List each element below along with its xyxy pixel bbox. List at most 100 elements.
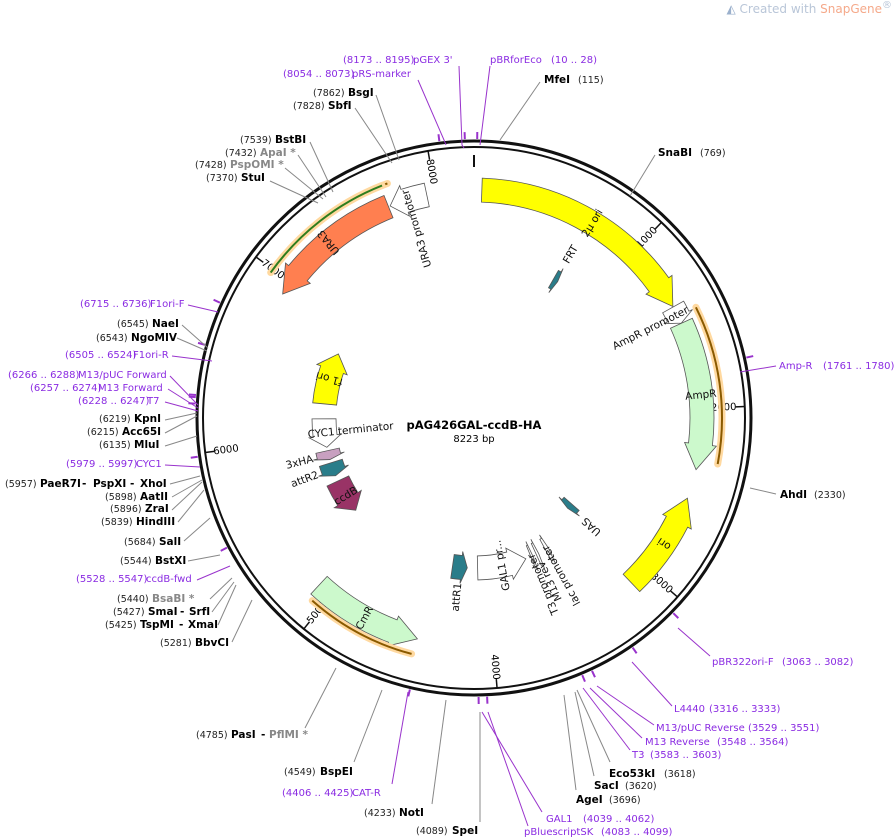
enzyme-label-acc65i[interactable]: (6215) Acc65I [87,415,198,438]
enzyme-label-zrai[interactable]: (5896) ZraI [110,481,203,515]
enzyme-label-sali[interactable]: (5684) SalI [124,517,211,548]
feature-arrow[interactable] [326,475,362,511]
primer-range: (5528 .. 5547) [76,574,148,585]
primer-label-m13puc-forward[interactable]: (6266 .. 6288) M13/pUC Forward [8,370,199,406]
feature-arrow[interactable] [558,496,580,517]
primer-name: Amp-R [779,361,813,372]
primer-label-pbluescriptsk[interactable]: pBluescriptSK (4083 .. 4099) [487,711,673,838]
enzyme-label-kpni[interactable]: (6219) KpnI [99,412,198,425]
primer-label-pbrforeco[interactable]: pBRforEco (10 .. 28) [479,55,597,146]
enzyme-pos: (4785) [196,730,228,741]
feature-arrow[interactable] [539,534,556,564]
enzyme-label-apai[interactable]: (7432) ApaI * [225,147,327,198]
primer-label-f1ori-f[interactable]: (6715 .. 6736) F1ori-F [80,299,219,313]
enzyme-label-bsabi[interactable]: (5440) BsaBI * [117,577,233,605]
enzyme-label-bstbi[interactable]: (7539) BstBI [240,134,334,193]
enzyme-label-bbvci[interactable]: (5281) BbvCI [160,599,253,649]
feature-arrow[interactable] [318,458,349,477]
enzyme-label-pspomi[interactable]: (7428) PspOMI * [195,159,324,200]
feature-arrow[interactable] [307,418,343,448]
enzyme-label-sbfi[interactable]: (7828) SbfI [293,100,393,164]
primer-label-t3[interactable]: T3 (3583 .. 3603) [582,687,722,761]
enzyme-label-eco53ki[interactable]: Eco53kI (3618) [576,689,696,780]
feature-arrow[interactable] [669,317,718,471]
enzyme-label-tspmi[interactable]: (5425) TspMI - XmaI [105,584,237,631]
enzyme-label-agei[interactable]: AgeI (3696) [563,694,641,806]
primer-range: (3548 .. 3564) [717,737,789,748]
enzyme-extra: XmaI [188,619,218,631]
feature-arrow[interactable] [476,547,527,581]
enzyme-label-mlui[interactable]: (6135) MluI [99,435,198,451]
enzyme-pos: (7432) [225,148,257,159]
brand-prefix: Created with [739,2,821,16]
enzyme-extra: PflMI * [269,729,308,741]
tick-label: 6000 [213,443,240,457]
primer-label-pbr322ori-f[interactable]: pBR322ori-F (3063 .. 3082) [677,627,854,668]
enzyme-label-naei[interactable]: (6545) NaeI [117,318,209,349]
enzyme-pos: (7428) [195,160,227,171]
enzyme-label-bspei[interactable]: (4549) BspEI [284,689,383,778]
primer-label-prs-marker[interactable]: (8054 .. 8073) pRS-marker [283,69,447,146]
enzyme-label-noti[interactable]: (4233) NotI [364,699,447,819]
feature-label: attR2 [289,469,320,490]
feature-arrow[interactable] [282,194,394,295]
enzyme-label-smai[interactable]: (5427) SmaI - SrfI [113,581,235,618]
enzyme-pos: (5957) [5,479,37,490]
primer-range: (3583 .. 3603) [650,750,722,761]
primer-label-m13puc-reverse[interactable]: M13/pUC Reverse (3529 .. 3551) [596,685,820,734]
enzyme-pos: (4549) [284,767,316,778]
feature-arrow[interactable] [525,541,539,572]
enzyme-label-stui[interactable]: (7370) StuI [206,172,319,204]
primer-label-ccdb-fwd[interactable]: (5528 .. 5547) ccdB-fwd [76,565,231,585]
brand-logo-icon: ◭ [726,2,740,16]
feature-arrow[interactable] [662,300,693,325]
primer-label-amp-r[interactable]: Amp-R (1761 .. 1780) [739,361,895,373]
primer-label-t7[interactable]: (6228 .. 6247) T7 [78,396,199,412]
primer-label-pgex3[interactable]: (8173 .. 8195) pGEX 3' [343,55,465,149]
enzyme-label-ngomiv[interactable]: (6543) NgoMIV [96,332,208,352]
enzyme-sep: - [82,478,86,490]
enzyme-label-pasi[interactable]: (4785) PasI - PflMI * [196,667,337,741]
enzyme-sep: - [130,478,134,490]
primer-site-tick [213,298,221,304]
primer-name: pBRforEco [490,55,542,66]
feature-arrow[interactable] [312,353,348,406]
feature-arrow[interactable] [310,575,419,647]
enzyme-label-mfei[interactable]: MfeI (115) [499,74,604,141]
feature-arrow[interactable] [389,182,430,217]
enzyme-label-ahdi[interactable]: AhdI (2330) [749,487,846,501]
primer-label-m13-forward[interactable]: (6257 .. 6274) M13 Forward [30,383,199,409]
enzyme-label-hindiii[interactable]: (5839) HindIII [101,489,205,528]
feature-label: AmpR [685,388,717,403]
primer-label-m13-reverse[interactable]: M13 Reverse (3548 .. 3564) [589,687,789,748]
primer-range: (4406 .. 4425) [282,788,354,799]
enzyme-name: AhdI [780,489,807,501]
primer-label-f1ori-r[interactable]: (6505 .. 6524) F1ori-R [65,350,213,362]
enzyme-label-saci[interactable]: SacI (3620) [574,691,657,792]
enzyme-label-paer7i[interactable]: (5957) PaeR7I - PspXI - XhoI [5,475,201,490]
primer-range: (8054 .. 8073) [283,69,355,80]
tick-mark [303,621,311,630]
enzyme-label-bstxi[interactable]: (5544) BstXI [120,554,221,567]
enzyme-name: PspOMI * [230,159,284,171]
enzyme-label-snabi[interactable]: SnaBI (769) [629,147,726,197]
feature-arrow[interactable] [622,497,692,593]
primer-label-cyc1[interactable]: (5979 .. 5997) CYC1 [66,459,201,470]
feature-arrow[interactable] [450,551,468,584]
enzyme-pos: (7862) [313,88,345,99]
primer-name: T7 [146,396,159,407]
primer-label-cat-r[interactable]: (4406 .. 4425) CAT-R [282,691,409,799]
enzyme-pos: (5684) [124,537,156,548]
enzyme-label-bsgi[interactable]: (7862) BsgI [313,87,400,161]
snapgene-brand: ◭ Created with SnapGene® [727,0,893,16]
primer-label-gal1[interactable]: GAL1 (4039 .. 4062) [481,711,655,825]
enzyme-label-spei[interactable]: (4089) SpeI [416,712,481,837]
primer-label-l4440[interactable]: L4440 (3316 .. 3333) [631,661,781,715]
enzyme-label-aatii[interactable]: (5898) AatII [105,479,203,503]
feature-arrow[interactable] [313,447,345,461]
primer-range: (6715 .. 6736) [80,299,152,310]
feature-arrow[interactable] [547,268,564,293]
feature-arrow[interactable] [530,539,545,569]
enzyme-pos: (7539) [240,135,272,146]
feature-arrow[interactable] [481,177,674,308]
